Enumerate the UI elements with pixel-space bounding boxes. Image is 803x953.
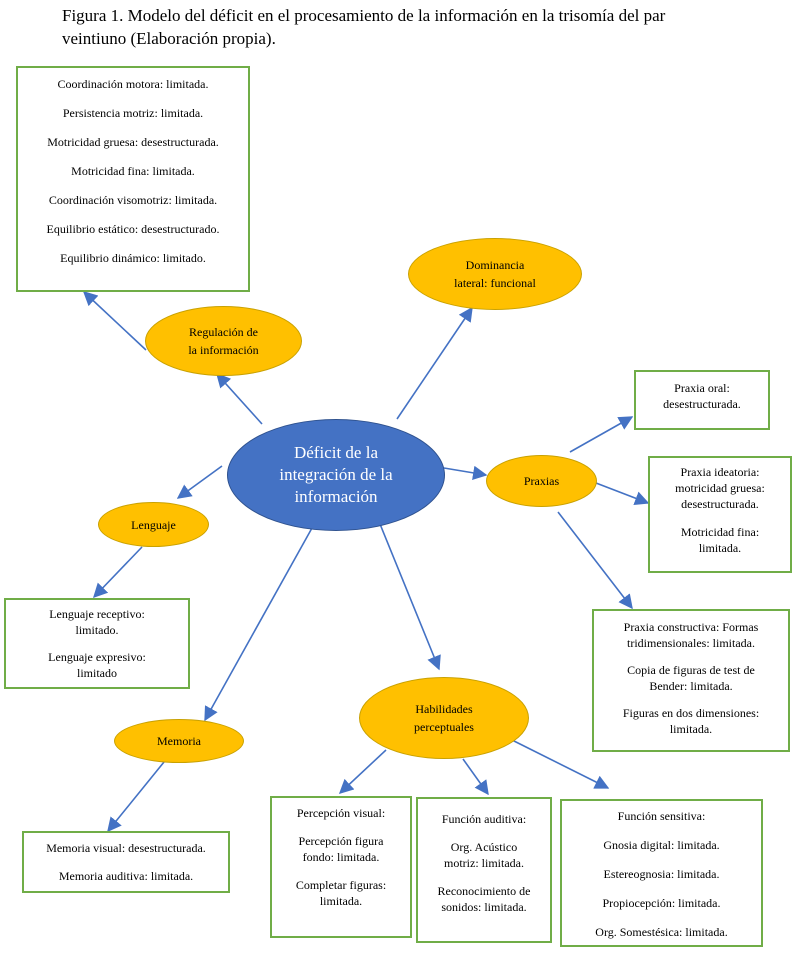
box-motor: Coordinación motora: limitada. Persisten… bbox=[16, 66, 250, 292]
praxia-constructiva-line-1: Praxia constructiva: Formas bbox=[623, 620, 759, 634]
motor-item: Equilibrio dinámico: limitado. bbox=[60, 251, 206, 265]
percepcion-visual-line-2: fondo: limitada. bbox=[302, 850, 380, 864]
arrow-memoria-to-box bbox=[107, 761, 165, 833]
lenguaje-line-2: limitado. bbox=[75, 623, 119, 637]
arrow-praxias-to-oral bbox=[569, 416, 634, 453]
praxia-ideatoria-line-4: Motricidad fina: bbox=[680, 525, 760, 539]
box-praxia-ideatoria: Praxia ideatoria: motricidad gruesa: des… bbox=[648, 456, 792, 573]
arrow-lenguaje-to-box bbox=[93, 546, 143, 599]
praxia-ideatoria-line-5: limitada. bbox=[698, 541, 742, 555]
central-line-3: información bbox=[294, 487, 378, 506]
arrow-center-to-memoria bbox=[204, 527, 313, 722]
funcion-sensitiva-line-4: Org. Somestésica: limitada. bbox=[595, 925, 728, 939]
central-node: Déficit de la integración de la informac… bbox=[227, 419, 445, 531]
node-regulacion-line-1: Regulación de bbox=[189, 325, 258, 339]
node-memoria-label: Memoria bbox=[157, 734, 201, 748]
node-regulacion: Regulación de la información bbox=[145, 306, 302, 376]
figure-caption: Figura 1. Modelo del déficit en el proce… bbox=[62, 4, 762, 50]
caption-line-1: Figura 1. Modelo del déficit en el proce… bbox=[62, 6, 666, 25]
praxia-ideatoria-line-2: motricidad gruesa: bbox=[675, 481, 765, 495]
box-percepcion-visual: Percepción visual: Percepción figura fon… bbox=[270, 796, 412, 938]
praxia-ideatoria-line-1: Praxia ideatoria: bbox=[680, 465, 760, 479]
box-praxia-constructiva: Praxia constructiva: Formas tridimension… bbox=[592, 609, 790, 752]
praxia-constructiva-line-2: tridimensionales: limitada. bbox=[627, 636, 755, 650]
arrow-praxias-to-constructiva bbox=[557, 511, 633, 610]
node-dominancia-line-2: lateral: funcional bbox=[454, 276, 536, 290]
node-regulacion-line-2: la información bbox=[188, 343, 259, 357]
arrow-center-to-lenguaje bbox=[176, 465, 223, 499]
box-funcion-sensitiva: Función sensitiva: Gnosia digital: limit… bbox=[560, 799, 763, 947]
motor-item: Coordinación visomotriz: limitada. bbox=[48, 193, 218, 207]
funcion-sensitiva-line-3: Propiocepción: limitada. bbox=[602, 896, 721, 910]
lenguaje-line-1: Lenguaje receptivo: bbox=[49, 607, 145, 621]
node-lenguaje: Lenguaje bbox=[98, 502, 209, 547]
funcion-auditiva-line-3: Reconocimiento de bbox=[437, 884, 531, 898]
praxia-constructiva-line-6: limitada. bbox=[669, 722, 713, 736]
praxia-constructiva-line-3: Copia de figuras de test de bbox=[627, 663, 755, 677]
funcion-auditiva-line-1: Org. Acústico bbox=[450, 840, 518, 854]
arrow-center-to-praxias bbox=[443, 465, 488, 480]
praxia-constructiva-line-4: Bender: limitada. bbox=[649, 679, 733, 693]
lenguaje-line-3: Lenguaje expresivo: bbox=[48, 650, 146, 664]
node-habilidades-line-1: Habilidades bbox=[415, 702, 473, 716]
node-dominancia: Dominancia lateral: funcional bbox=[408, 238, 582, 310]
praxia-oral-line-1: Praxia oral: bbox=[674, 381, 730, 395]
funcion-auditiva-title: Función auditiva: bbox=[441, 812, 527, 826]
motor-item: Persistencia motriz: limitada. bbox=[62, 106, 204, 120]
arrow-center-to-dominancia bbox=[396, 306, 473, 420]
motor-item: Equilibrio estático: desestructurado. bbox=[46, 222, 220, 236]
memoria-line-2: Memoria auditiva: limitada. bbox=[58, 869, 194, 883]
central-line-1: Déficit de la bbox=[293, 443, 378, 462]
node-praxias-label: Praxias bbox=[523, 474, 560, 488]
arrow-center-to-regulacion bbox=[216, 372, 263, 425]
lenguaje-line-4: limitado bbox=[77, 666, 117, 680]
funcion-sensitiva-title: Función sensitiva: bbox=[617, 809, 706, 823]
motor-item: Motricidad fina: limitada. bbox=[71, 164, 195, 178]
central-line-2: integración de la bbox=[279, 465, 393, 484]
box-funcion-auditiva: Función auditiva: Org. Acústico motriz: … bbox=[416, 797, 552, 943]
box-memoria: Memoria visual: desestructurada. Memoria… bbox=[22, 831, 230, 893]
node-lenguaje-label: Lenguaje bbox=[131, 517, 176, 532]
praxia-ideatoria-line-3: desestructurada. bbox=[681, 497, 759, 511]
praxia-constructiva-line-5: Figuras en dos dimensiones: bbox=[622, 706, 760, 720]
arrow-habilidades-to-sensitiva bbox=[511, 739, 610, 789]
funcion-sensitiva-line-2: Estereognosia: limitada. bbox=[603, 867, 720, 881]
box-praxia-oral: Praxia oral: desestructurada. bbox=[634, 370, 770, 430]
funcion-sensitiva-line-1: Gnosia digital: limitada. bbox=[603, 838, 720, 852]
node-memoria: Memoria bbox=[114, 719, 244, 763]
node-habilidades: Habilidades perceptuales bbox=[359, 677, 529, 759]
caption-line-2: veintiuno (Elaboración propia). bbox=[62, 29, 276, 48]
percepcion-visual-line-1: Percepción figura bbox=[298, 834, 384, 848]
praxia-oral-line-2: desestructurada. bbox=[663, 397, 741, 411]
percepcion-visual-title: Percepción visual: bbox=[296, 806, 386, 820]
arrow-habilidades-to-visual bbox=[338, 749, 387, 794]
arrow-center-to-habilidades bbox=[379, 523, 441, 671]
node-praxias: Praxias bbox=[486, 455, 597, 507]
percepcion-visual-line-3: Completar figuras: bbox=[295, 878, 387, 892]
arrow-praxias-to-ideatoria bbox=[595, 482, 650, 506]
memoria-line-1: Memoria visual: desestructurada. bbox=[46, 841, 206, 855]
funcion-auditiva-line-2: motriz: limitada. bbox=[444, 856, 524, 870]
motor-item: Coordinación motora: limitada. bbox=[57, 77, 209, 91]
box-lenguaje: Lenguaje receptivo: limitado. Lenguaje e… bbox=[4, 598, 190, 689]
percepcion-visual-line-4: limitada. bbox=[319, 894, 363, 908]
node-dominancia-line-1: Dominancia bbox=[465, 258, 525, 272]
motor-item: Motricidad gruesa: desestructurada. bbox=[47, 135, 219, 149]
arrow-habilidades-to-auditiva bbox=[462, 758, 489, 796]
arrow-regulacion-to-motor-box bbox=[82, 291, 147, 351]
node-habilidades-line-2: perceptuales bbox=[414, 720, 474, 734]
funcion-auditiva-line-4: sonidos: limitada. bbox=[441, 900, 527, 914]
